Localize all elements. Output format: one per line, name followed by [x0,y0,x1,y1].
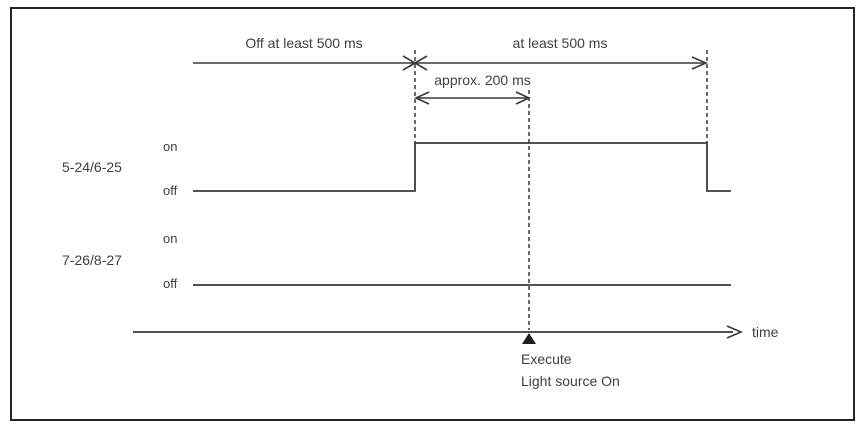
signal1-off-label: off [163,183,178,198]
event-light-source-on-label: Light source On [521,373,620,389]
arrow-cross-icon [402,55,428,71]
signal2-off-label: off [163,276,178,291]
arrowhead-time-icon [726,325,744,339]
signal2-name: 7-26/8-27 [62,252,122,268]
on-duration-label: at least 500 ms [512,35,608,51]
diagram-border [10,7,855,421]
off-duration-label: Off at least 500 ms [245,35,363,51]
approx-duration-label: approx. 200 ms [434,72,531,88]
execute-marker-icon [522,333,536,344]
dashed-guides [414,50,708,330]
arrowhead-left-icon [414,91,430,105]
arrowhead-right-icon [691,56,709,70]
event-execute-label: Execute [521,351,572,367]
signal1-on-label: on [163,139,178,154]
signal1-name: 5-24/6-25 [62,159,122,175]
dimension-line-top [193,55,709,71]
dimension-line-approx [414,91,531,105]
signal1-waveform [193,142,731,192]
time-axis [133,325,744,339]
time-axis-label: time [752,324,779,340]
signal2-on-label: on [163,231,178,246]
